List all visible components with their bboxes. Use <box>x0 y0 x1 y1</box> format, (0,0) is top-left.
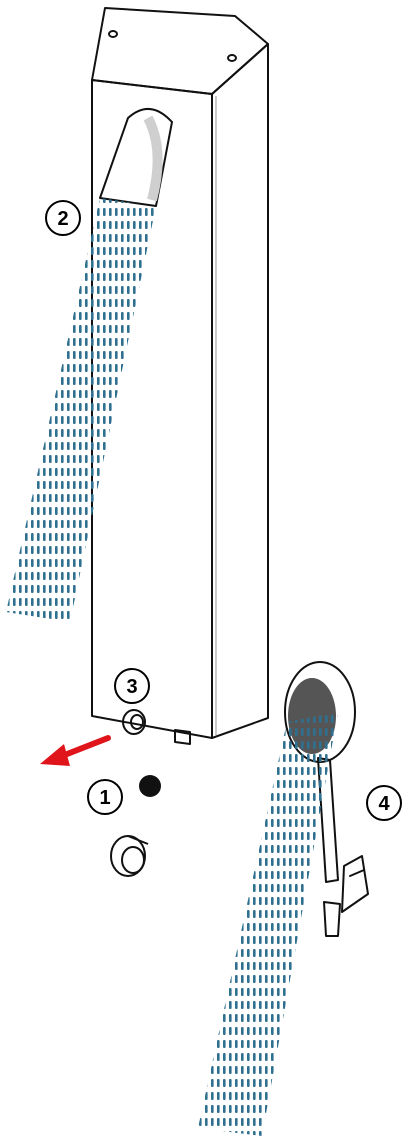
direction-arrow-icon <box>40 738 108 766</box>
sensor-eye-icon <box>139 775 161 797</box>
callout-3: 3 <box>115 669 149 703</box>
callout-1-label: 1 <box>99 787 110 809</box>
mixing-knob-icon[interactable] <box>111 836 148 876</box>
callout-2-label: 2 <box>57 208 68 230</box>
overhead-shower-head-icon <box>100 109 172 206</box>
callout-4-label: 4 <box>378 793 390 815</box>
hand-shower-water-stream <box>198 712 338 1136</box>
callout-3-label: 3 <box>126 676 137 698</box>
callout-1: 1 <box>88 780 122 814</box>
overhead-water-stream <box>6 198 156 622</box>
callout-4: 4 <box>367 786 401 820</box>
callout-2: 2 <box>46 201 80 235</box>
